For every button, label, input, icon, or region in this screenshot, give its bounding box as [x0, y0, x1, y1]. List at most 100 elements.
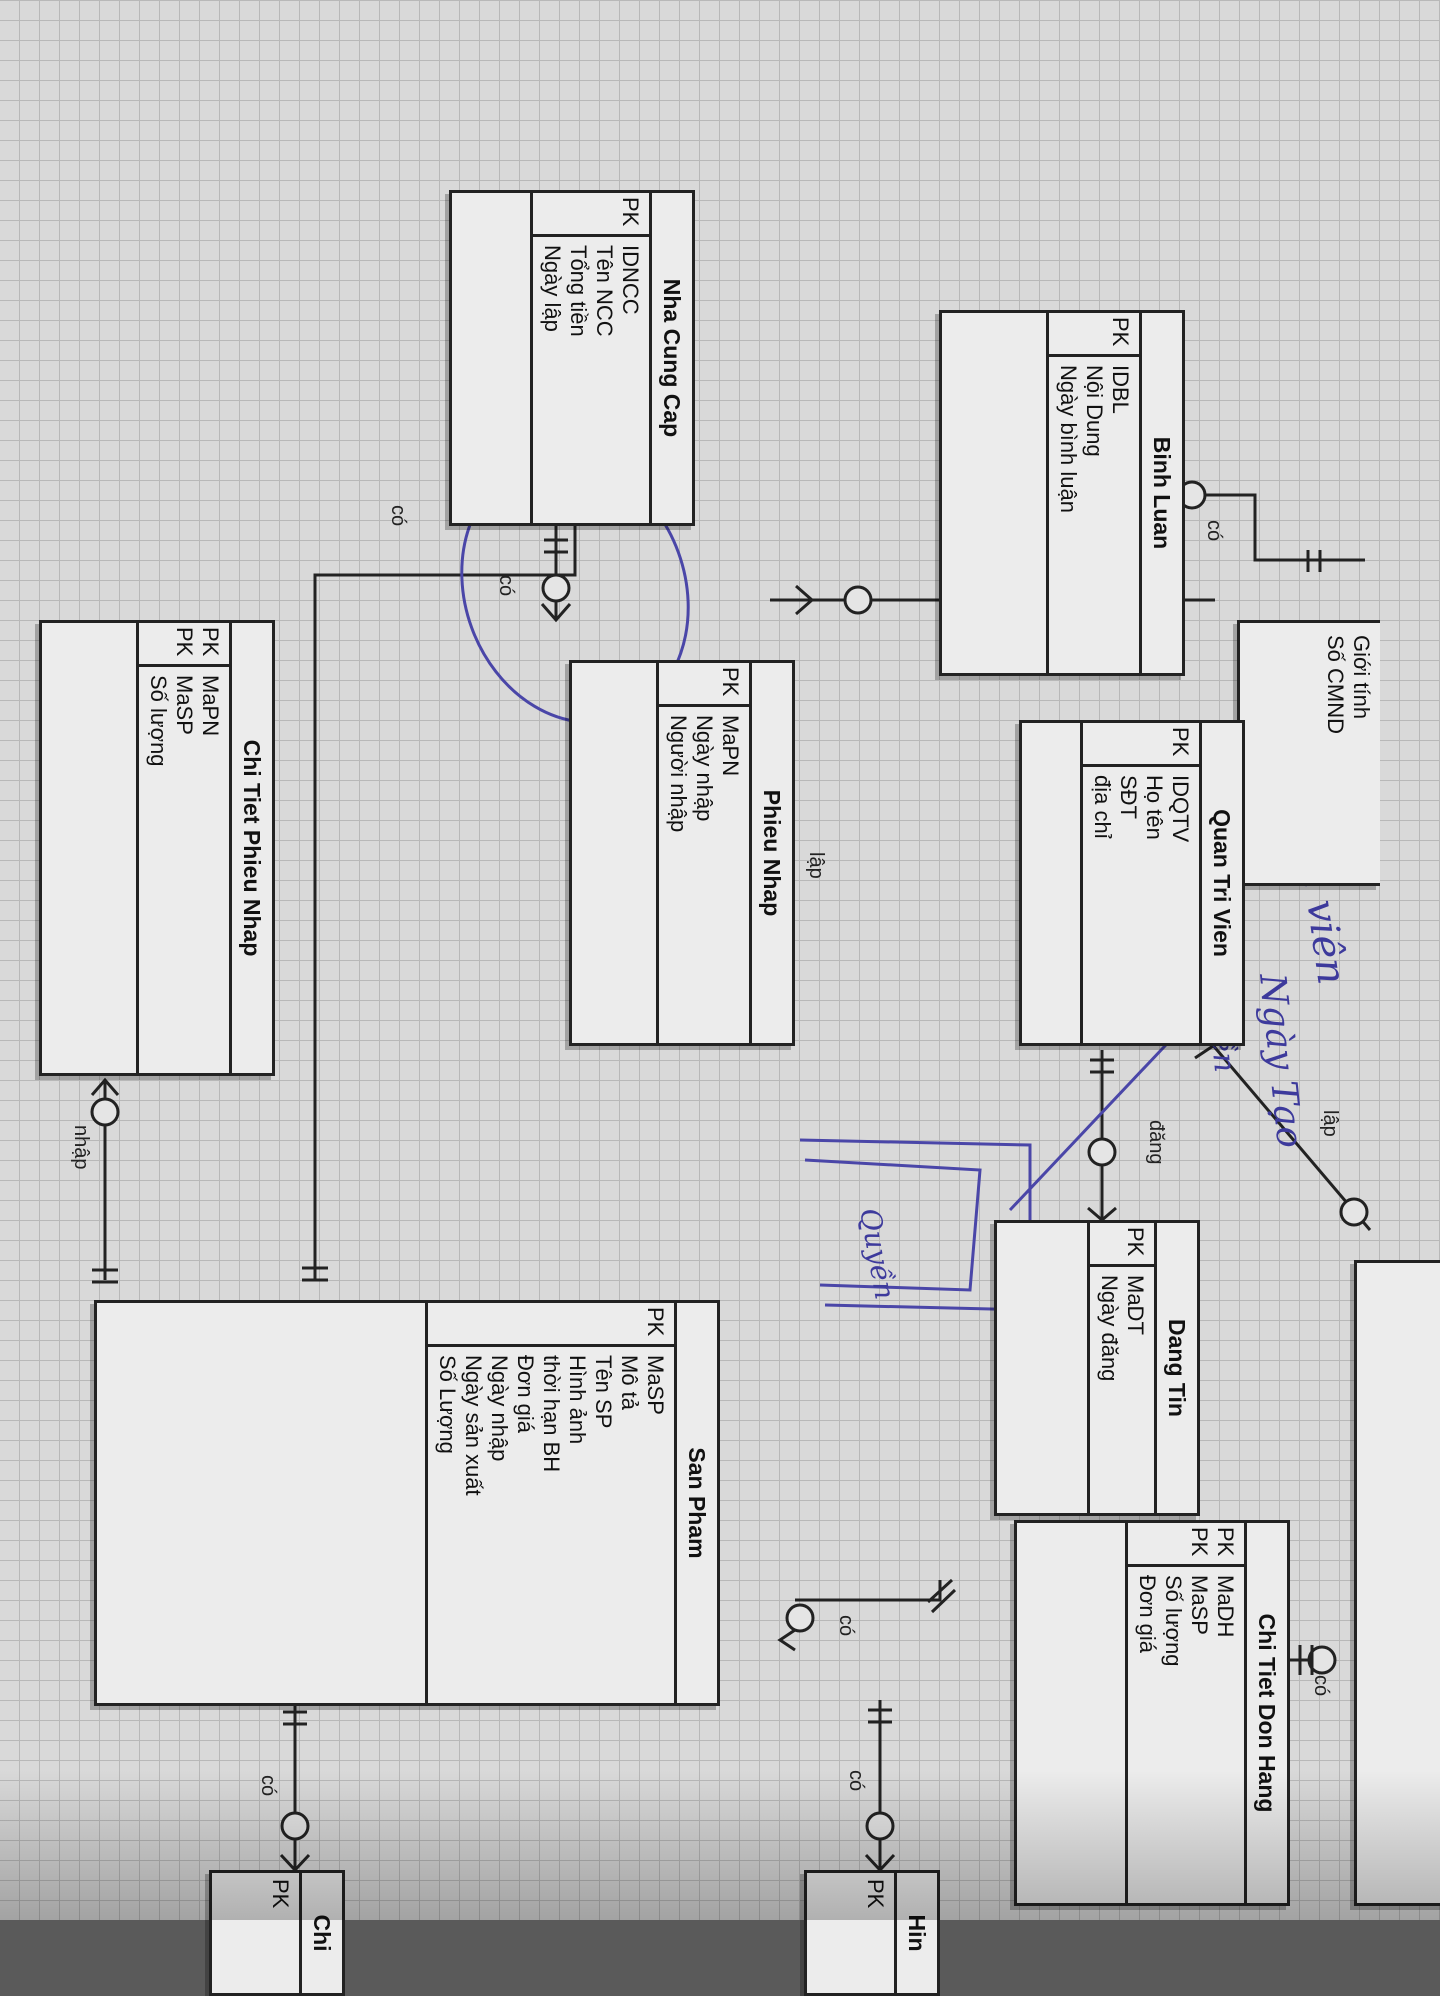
attr: Số lượng — [1161, 1575, 1186, 1667]
attr: MaSP — [172, 675, 197, 735]
entity-title: Nha Cung Cap — [649, 193, 692, 523]
attr: Nội Dung — [1082, 365, 1107, 457]
entity-binh-luan: Binh Luan PK IDBL Nội Dung Ngày bình luậ… — [939, 310, 1185, 676]
one-bar — [92, 1268, 118, 1284]
entity-hin-partial: Hin PK — [804, 1870, 940, 1996]
attr: MaPN — [198, 675, 223, 737]
zero-marker — [843, 585, 873, 615]
rel-label-co-2: có — [387, 505, 409, 526]
attr: Ngày lập — [540, 245, 565, 332]
attr: Ngày bình luận — [1056, 365, 1081, 513]
rel-label-co-6: có — [1310, 1675, 1332, 1696]
pk-label: PK — [198, 627, 223, 657]
one-bar — [302, 1266, 328, 1282]
zero-marker — [1339, 1197, 1369, 1227]
line-sp-ctdh — [795, 1580, 942, 1602]
attr: IDBL — [1108, 365, 1133, 414]
entity-dang-tin: Dang Tin PK MaDT Ngày đăng — [994, 1220, 1200, 1516]
attr: MaSP — [1187, 1575, 1212, 1635]
entity-title: San Pham — [674, 1303, 717, 1703]
crow-foot — [795, 584, 815, 616]
attr: MaSP — [643, 1355, 668, 1415]
hand-ngay-tao: Ngày Tạo — [1251, 971, 1310, 1150]
attr: Tổng tiền — [566, 245, 591, 337]
entity-title: Hin — [894, 1873, 937, 1993]
rel-label-co-8: có — [257, 1775, 279, 1796]
attr: Hình ảnh — [565, 1355, 590, 1445]
attr: Mô tả — [617, 1355, 642, 1411]
one-bar — [926, 1578, 957, 1614]
rel-label-co-3: có — [495, 575, 517, 596]
pk-label: PK — [172, 627, 197, 657]
entity-san-pham: San Pham PK MaSP Mô tả Tên SP Hình ảnh t… — [94, 1300, 720, 1706]
one-bar — [544, 538, 568, 554]
crow-foot — [90, 1077, 120, 1096]
entity-title: Chi Tiet Don Hang — [1244, 1523, 1287, 1903]
one-bar — [283, 1710, 307, 1726]
zero-marker — [1087, 1137, 1117, 1167]
attr: IDNCC — [618, 245, 643, 315]
entity-chi-partial: Chi PK — [209, 1870, 345, 1996]
rel-label-lap-2: lập — [1319, 1110, 1341, 1137]
attr: Ngày sản xuất — [461, 1355, 486, 1496]
rel-label-co-1: có — [1203, 520, 1225, 541]
pk-label: PK — [863, 1879, 888, 1909]
entity-title: Dang Tin — [1154, 1223, 1197, 1513]
attr: Ngày đăng — [1097, 1275, 1122, 1382]
entity-quan-tri-vien: Quan Tri Vien PK IDQTV Họ tên SĐT địa ch… — [1019, 720, 1245, 1046]
attr: Ngày nhập — [692, 715, 717, 822]
attr: SĐT — [1116, 775, 1141, 819]
entity-chi-tiet-don-hang: Chi Tiet Don Hang PK PK MaDH MaSP Số lượ… — [1014, 1520, 1290, 1906]
one-bar — [1306, 550, 1322, 572]
zero-marker — [785, 1603, 815, 1633]
zero-marker — [1307, 1645, 1337, 1675]
attr: MaPN — [718, 715, 743, 777]
attr: Đơn giá — [1135, 1575, 1160, 1654]
attr: Tên NCC — [592, 245, 617, 337]
line-qtv-right — [1198, 1029, 1372, 1231]
entity-chi-tiet-phieu-nhap: Chi Tiet Phieu Nhap PK PK MaPN MaSP Số l… — [39, 620, 275, 1076]
crow-foot — [540, 603, 572, 623]
entity-title: Phieu Nhap — [749, 663, 792, 1043]
pk-label: PK — [643, 1307, 668, 1337]
attr: MaDT — [1123, 1275, 1148, 1335]
entity-title: Quan Tri Vien — [1199, 723, 1242, 1043]
pk-label: PK — [718, 667, 743, 697]
line-binhluan-gioitinh — [1178, 493, 1365, 562]
pk-label: PK — [618, 197, 643, 227]
attr: địa chỉ — [1090, 775, 1115, 839]
pk-label: PK — [1213, 1527, 1238, 1557]
rel-label-co-7: có — [845, 1770, 867, 1791]
attr: Họ tên — [1142, 775, 1167, 840]
pk-label: PK — [1123, 1227, 1148, 1257]
zero-marker — [865, 1811, 895, 1841]
rel-label-lap-1: lập — [805, 852, 827, 879]
attr: MaDH — [1213, 1575, 1238, 1638]
rel-label-dang: đăng — [1145, 1120, 1167, 1165]
pk-label: PK — [1187, 1527, 1212, 1557]
entity-right-partial — [1354, 1260, 1440, 1906]
pk-label: PK — [1108, 317, 1133, 347]
hand-line — [1008, 1028, 1182, 1212]
one-bar — [1090, 1058, 1114, 1074]
entity-title: Chi — [299, 1873, 342, 1993]
one-bar — [1298, 1645, 1314, 1675]
attr: Đơn giá — [513, 1355, 538, 1434]
zero-marker — [541, 573, 571, 603]
pk-label: PK — [268, 1879, 293, 1909]
entity-nha-cung-cap: Nha Cung Cap PK IDNCC Tên NCC Tổng tiền … — [449, 190, 695, 526]
entity-phieu-nhap: Phieu Nhap PK MaPN Ngày nhập Người nhập — [569, 660, 795, 1046]
rel-label-nhap: nhập — [70, 1125, 92, 1170]
attr: Số lượng — [146, 675, 171, 767]
attr: Giới tính — [1349, 635, 1374, 720]
attr: Người nhập — [666, 715, 691, 833]
attr: IDQTV — [1168, 775, 1193, 843]
attr: thời hạn BH — [539, 1355, 564, 1473]
crow-foot — [777, 1628, 796, 1652]
zero-marker — [280, 1811, 310, 1841]
pk-label: PK — [1168, 727, 1193, 757]
attr: Tên SP — [591, 1355, 616, 1429]
entity-title: Chi Tiet Phieu Nhap — [229, 623, 272, 1073]
